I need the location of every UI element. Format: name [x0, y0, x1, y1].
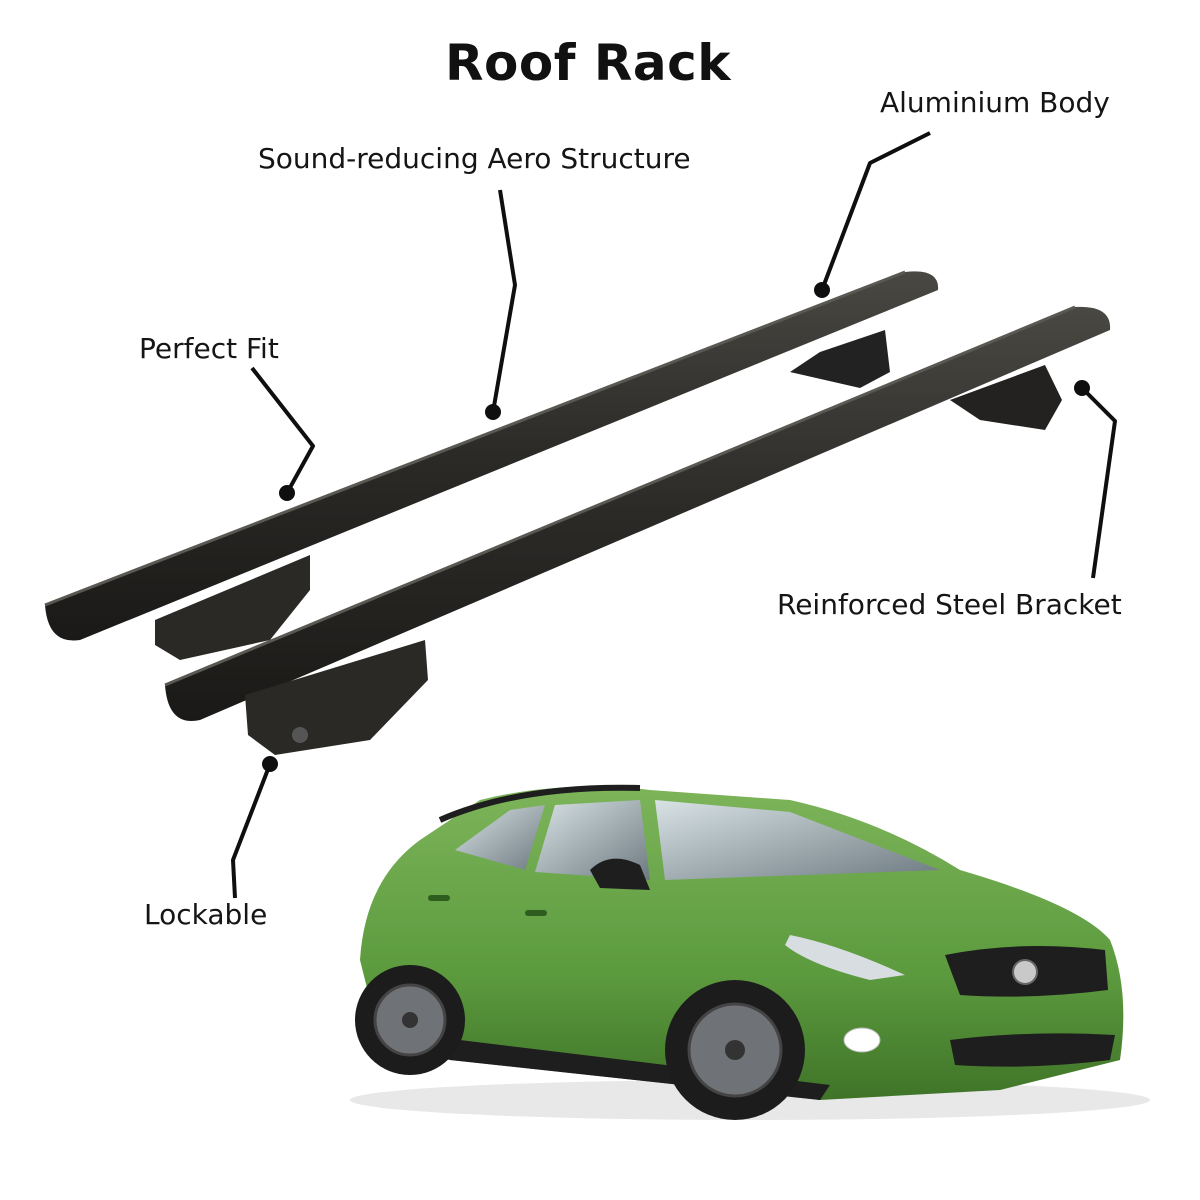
callout-reinforced-bracket-label: Reinforced Steel Bracket [777, 588, 1122, 621]
dot-perfect-fit [279, 485, 295, 501]
car-lower-intake [950, 1033, 1115, 1067]
page-title: Roof Rack [445, 34, 731, 92]
car-headlight [785, 935, 905, 980]
car-windshield [655, 800, 940, 880]
leader-sound-reducing [491, 189, 517, 413]
dot-sound-reducing [485, 404, 501, 420]
leader-dots [262, 282, 1090, 772]
callout-perfect-fit-label: Perfect Fit [139, 332, 279, 365]
car-mirror [590, 858, 650, 890]
front-bar-body [165, 306, 1111, 721]
rear-bracket-left [155, 555, 310, 660]
rear-crossbar [44, 270, 939, 660]
front-bracket-left [245, 640, 428, 755]
leader-lockable [231, 763, 272, 899]
dot-reinforced-bracket [1074, 380, 1090, 396]
car-badge-icon [1012, 959, 1038, 985]
leader-lines [231, 131, 1117, 899]
leader-reinforced-bracket [1080, 386, 1117, 579]
car-roof-rail [438, 784, 641, 823]
callout-sound-reducing-label: Sound-reducing Aero Structure [258, 142, 691, 175]
car-rear-window [455, 805, 545, 870]
leader-aluminium-body [820, 131, 931, 291]
car-rear-door-handle [428, 895, 450, 901]
car-fog-light [843, 1027, 881, 1053]
dot-lockable [262, 756, 278, 772]
dot-aluminium-body [814, 282, 830, 298]
car-illustration [350, 784, 1150, 1120]
callout-lockable-label: Lockable [144, 898, 268, 931]
front-crossbar [164, 305, 1111, 755]
car-front-door-handle [525, 910, 547, 916]
lock-cylinder [292, 727, 308, 743]
leader-perfect-fit [250, 366, 315, 494]
rear-bar-body [45, 271, 939, 641]
rear-bracket-right [790, 330, 890, 388]
callout-aluminium-body-label: Aluminium Body [880, 86, 1110, 119]
front-bracket-right [950, 365, 1062, 430]
